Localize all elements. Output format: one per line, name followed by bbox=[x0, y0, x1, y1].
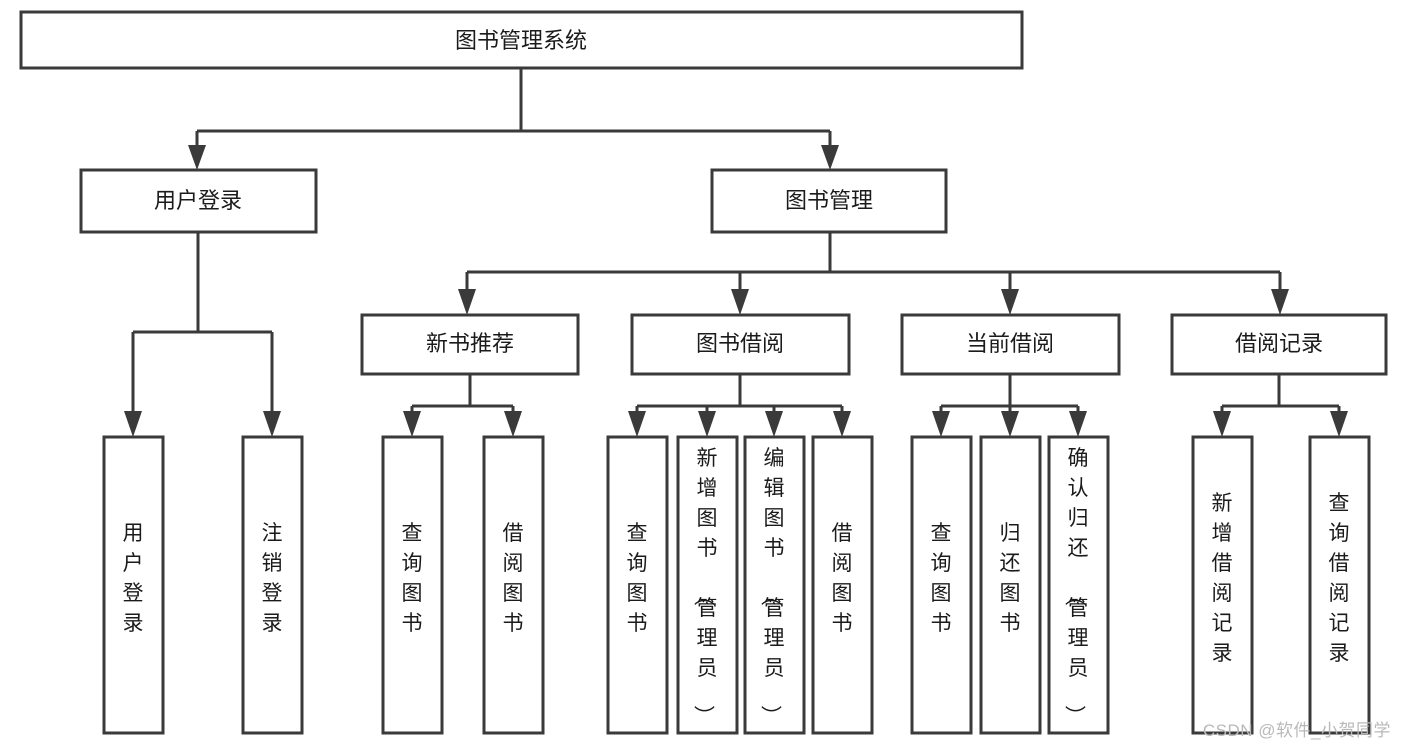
node-book-borrow-label: 图书借阅 bbox=[696, 331, 784, 356]
node-root[interactable]: 图书管理系统 bbox=[19, 10, 1024, 70]
arrow-user-login-leaf-2 bbox=[263, 411, 281, 437]
leaf-new-book-1[interactable]: 查询图书 bbox=[381, 435, 444, 735]
node-current-borrow[interactable]: 当前借阅 bbox=[900, 313, 1121, 376]
leaf-new-book-2[interactable]: 借阅图书 bbox=[482, 435, 545, 735]
leaf-user-login-1[interactable]: 用户登录 bbox=[102, 435, 165, 735]
node-book-borrow[interactable]: 图书借阅 bbox=[630, 313, 851, 376]
arrow-bus-to-current-borrow bbox=[1001, 289, 1019, 315]
leaf-user-login-2[interactable]: 注销登录 bbox=[241, 435, 304, 735]
leaf-current-borrow-2-box[interactable] bbox=[979, 435, 1042, 735]
arrow-current-borrow-leaf-3 bbox=[1069, 411, 1087, 437]
node-borrow-record-box[interactable] bbox=[1170, 313, 1388, 376]
leaf-book-borrow-4-box[interactable] bbox=[811, 435, 874, 735]
leaf-book-borrow-4[interactable]: 借阅图书 bbox=[811, 435, 874, 735]
leaf-book-borrow-2-label: 新增图书（管理员） bbox=[692, 447, 718, 726]
arrow-root-to-book-mgmt bbox=[821, 145, 839, 170]
leaf-book-borrow-3-box[interactable] bbox=[743, 435, 806, 735]
csdn-watermark: CSDN @软件_小贺同学 bbox=[1202, 721, 1391, 740]
leaf-book-borrow-3-label: 编辑图书（管理员） bbox=[759, 447, 785, 726]
connector-layer bbox=[124, 68, 1348, 437]
arrow-root-to-user-login bbox=[188, 145, 206, 170]
arrow-book-borrow-leaf-3 bbox=[765, 411, 783, 437]
leaf-user-login-1-box[interactable] bbox=[102, 435, 165, 735]
node-user-login-label: 用户登录 bbox=[154, 188, 242, 213]
node-user-login-box[interactable] bbox=[79, 168, 318, 234]
node-user-login[interactable]: 用户登录 bbox=[79, 168, 318, 234]
leaf-book-borrow-2-box[interactable] bbox=[676, 435, 739, 735]
leaf-book-borrow-4-label: 借阅图书 bbox=[832, 522, 853, 635]
arrow-bus-to-new-book bbox=[458, 289, 476, 315]
arrow-current-borrow-leaf-2 bbox=[1001, 411, 1019, 437]
leaf-book-borrow-1-box[interactable] bbox=[606, 435, 669, 735]
leaf-book-borrow-1-label: 查询图书 bbox=[627, 522, 648, 635]
leaf-current-borrow-3[interactable]: 确认归还（管理员） bbox=[1047, 435, 1110, 735]
node-book-management-box[interactable] bbox=[710, 168, 948, 234]
node-new-book-recommend-box[interactable] bbox=[360, 313, 580, 376]
leaf-user-login-2-box[interactable] bbox=[241, 435, 304, 735]
leaf-current-borrow-3-box[interactable] bbox=[1047, 435, 1110, 735]
node-borrow-record-label: 借阅记录 bbox=[1235, 331, 1323, 356]
arrow-borrow-record-leaf-1 bbox=[1213, 411, 1231, 437]
arrow-borrow-record-leaf-2 bbox=[1330, 411, 1348, 437]
leaf-current-borrow-3-label: 确认归还（管理员） bbox=[1063, 447, 1089, 726]
leaf-current-borrow-2[interactable]: 归还图书 bbox=[979, 435, 1042, 735]
arrow-bus-to-book-borrow bbox=[731, 289, 749, 315]
leaf-borrow-record-1-label: 新增借阅记录 bbox=[1212, 492, 1233, 665]
node-new-book-recommend-label: 新书推荐 bbox=[426, 331, 514, 356]
leaf-borrow-record-2-label: 查询借阅记录 bbox=[1329, 492, 1350, 665]
node-root-box[interactable] bbox=[19, 10, 1024, 70]
arrow-current-borrow-leaf-1 bbox=[932, 411, 950, 437]
leaf-current-borrow-2-label: 归还图书 bbox=[1000, 522, 1021, 635]
node-borrow-record[interactable]: 借阅记录 bbox=[1170, 313, 1388, 376]
leaf-current-borrow-1-box[interactable] bbox=[910, 435, 973, 735]
arrow-new-book-leaf-1 bbox=[403, 411, 421, 437]
leaf-borrow-record-1-box[interactable] bbox=[1191, 435, 1254, 735]
node-book-borrow-box[interactable] bbox=[630, 313, 851, 376]
node-new-book-recommend[interactable]: 新书推荐 bbox=[360, 313, 580, 376]
leaf-current-borrow-1-label: 查询图书 bbox=[931, 522, 952, 635]
arrow-bus-to-borrow-record bbox=[1271, 289, 1289, 315]
node-book-management[interactable]: 图书管理 bbox=[710, 168, 948, 234]
leaf-current-borrow-1[interactable]: 查询图书 bbox=[910, 435, 973, 735]
node-current-borrow-box[interactable] bbox=[900, 313, 1121, 376]
leaf-new-book-2-box[interactable] bbox=[482, 435, 545, 735]
node-root-label: 图书管理系统 bbox=[455, 28, 587, 53]
arrow-book-borrow-leaf-4 bbox=[833, 411, 851, 437]
arrow-user-login-leaf-1 bbox=[124, 411, 142, 437]
leaf-new-book-1-label: 查询图书 bbox=[402, 522, 423, 635]
leaf-borrow-record-2-box[interactable] bbox=[1308, 435, 1371, 735]
arrow-book-borrow-leaf-2 bbox=[698, 411, 716, 437]
leaf-book-borrow-1[interactable]: 查询图书 bbox=[606, 435, 669, 735]
leaf-borrow-record-1[interactable]: 新增借阅记录 bbox=[1191, 435, 1254, 735]
leaf-book-borrow-2[interactable]: 新增图书（管理员） bbox=[676, 435, 739, 735]
arrow-new-book-leaf-2 bbox=[504, 411, 522, 437]
node-current-borrow-label: 当前借阅 bbox=[966, 331, 1054, 356]
leaf-user-login-1-label: 用户登录 bbox=[123, 522, 144, 635]
node-book-management-label: 图书管理 bbox=[785, 188, 873, 213]
leaf-new-book-2-label: 借阅图书 bbox=[503, 522, 524, 635]
arrow-book-borrow-leaf-1 bbox=[628, 411, 646, 437]
leaf-borrow-record-2[interactable]: 查询借阅记录 bbox=[1308, 435, 1371, 735]
leaf-user-login-2-label: 注销登录 bbox=[262, 522, 283, 635]
leaf-book-borrow-3[interactable]: 编辑图书（管理员） bbox=[743, 435, 806, 735]
leaf-new-book-1-box[interactable] bbox=[381, 435, 444, 735]
